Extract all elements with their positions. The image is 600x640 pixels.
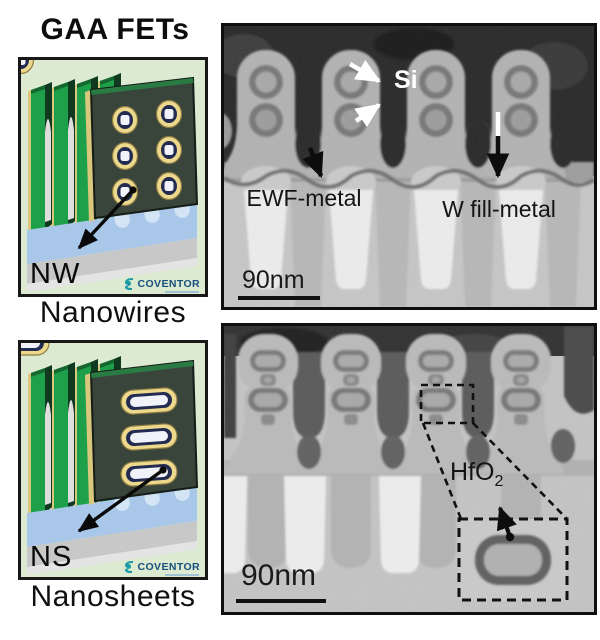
coventor-logo: COVENTOR <box>123 277 200 293</box>
coventor-logo: COVENTOR <box>123 560 200 576</box>
nanowire-cross-sections <box>21 60 183 207</box>
coventor-logo-icon <box>125 278 134 290</box>
nanowire-feature-label: NW <box>30 258 81 290</box>
hfo2-inset <box>419 383 569 602</box>
nanowire-schematic-panel: NW COVENTOR <box>18 57 208 297</box>
coventor-logo-tagline <box>165 291 199 293</box>
nanosheet-schematic-panel: NS COVENTOR <box>18 340 208 580</box>
hfo2-label: HfO2 <box>450 458 504 490</box>
ewf-metal-label: EWF-metal <box>246 185 362 211</box>
ns-callout-arrow <box>77 466 167 533</box>
nanosheet-cross-sections <box>21 343 179 488</box>
nw-callout-arrow <box>77 186 137 250</box>
tem-nanowires-micrograph: Si EWF-metal W fill-metal 90nm <box>221 23 597 310</box>
tem-nanosheets-micrograph: HfO2 90nm <box>221 323 597 615</box>
nanosheet-feature-label: NS <box>30 541 73 573</box>
nanowires-caption: Nanowires <box>39 296 187 329</box>
substrate <box>27 192 197 292</box>
scale-bar-label: 90nm <box>241 559 317 592</box>
figure-title: GAA FETs <box>40 13 190 46</box>
hfo2-arrow <box>496 506 517 542</box>
ewf-metal-arrow <box>302 147 324 179</box>
coventor-logo-icon <box>125 561 134 573</box>
coventor-logo-text: COVENTOR <box>137 561 200 573</box>
scale-bar-label: 90nm <box>242 266 305 294</box>
si-label: Si <box>394 66 418 94</box>
nanosheets-caption: Nanosheets <box>30 580 196 613</box>
w-fill-metal-label: W fill-metal <box>442 196 556 222</box>
nanowire-schematic-illustration <box>21 60 205 294</box>
coventor-logo-text: COVENTOR <box>137 278 200 290</box>
coventor-logo-tagline <box>165 574 199 576</box>
nanosheet-schematic-illustration <box>21 343 205 577</box>
si-annotation-arrows <box>348 59 381 128</box>
